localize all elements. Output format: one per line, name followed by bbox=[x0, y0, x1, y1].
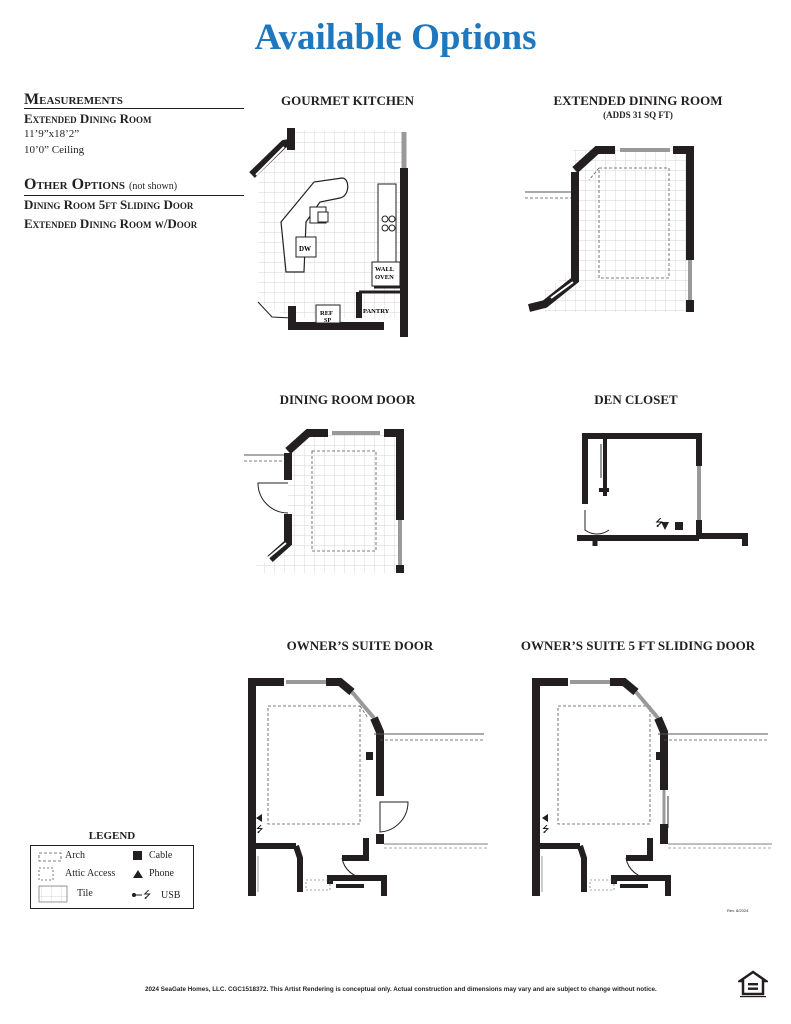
svg-text:⭍: ⭍ bbox=[542, 824, 550, 835]
legend-usb-label: USB bbox=[161, 890, 181, 901]
option-item: Extended Dining Room w/Door bbox=[24, 216, 198, 231]
other-options-heading: Other Options (not shown) bbox=[24, 176, 244, 196]
dining-room-door-plan bbox=[244, 429, 404, 573]
legend-phone-label: Phone bbox=[149, 868, 174, 879]
den-closet-plan: ⭍ bbox=[577, 433, 748, 546]
wall-oven-label-2: OVEN bbox=[375, 274, 394, 281]
measurement-room: Extended Dining Room bbox=[24, 111, 152, 126]
legend-tile-label: Tile bbox=[77, 888, 93, 899]
footer-disclaimer: 2024 SeaGate Homes, LLC. CGC1518372. Thi… bbox=[145, 986, 657, 993]
dishwasher-label: DW bbox=[299, 245, 311, 253]
legend-symbols bbox=[38, 851, 143, 903]
plan-sublabel-extended-dining: (ADDS 31 SQ FT) bbox=[603, 110, 673, 120]
usb-icon: ⭍ bbox=[143, 890, 152, 901]
gourmet-kitchen-plan: DW WALL OVEN REF SP PANTRY bbox=[249, 128, 408, 337]
legend-arch-label: Arch bbox=[65, 850, 85, 861]
page-title: Available Options bbox=[254, 17, 537, 58]
plan-label-den-closet: DEN CLOSET bbox=[594, 392, 678, 407]
revision-note: Rev. 8/2024 bbox=[727, 908, 749, 913]
legend-title: LEGEND bbox=[88, 830, 136, 842]
owners-suite-sliding-door-plan: ⭍ bbox=[532, 678, 772, 896]
option-item: Dining Room 5ft Sliding Door bbox=[24, 197, 194, 212]
measurements-heading: Measurements bbox=[24, 91, 244, 109]
pantry-label: PANTRY bbox=[363, 308, 390, 315]
refrigerator-label: REF bbox=[320, 310, 333, 317]
wall-oven-label-1: WALL bbox=[375, 266, 395, 273]
extended-dining-plan bbox=[525, 146, 694, 312]
ref-space-label: SP bbox=[324, 318, 331, 324]
legend-cable-label: Cable bbox=[149, 850, 173, 861]
other-options-title: Other Options bbox=[24, 176, 126, 193]
legend-attic-label: Attic Access bbox=[65, 868, 116, 879]
plan-label-owners-suite-door: OWNER’S SUITE DOOR bbox=[286, 638, 434, 653]
plan-label-gourmet-kitchen: GOURMET KITCHEN bbox=[280, 93, 415, 108]
owners-suite-door-plan: ⭍ bbox=[248, 678, 488, 896]
svg-text:⭍: ⭍ bbox=[655, 517, 663, 529]
measurement-ceiling: 10’0” Ceiling bbox=[24, 144, 85, 156]
other-options-note: (not shown) bbox=[129, 181, 178, 192]
equal-housing-icon bbox=[738, 970, 768, 998]
plan-label-owners-suite-sliding-door: OWNER’S SUITE 5 FT SLIDING DOOR bbox=[520, 638, 756, 653]
measurement-size: 11’9”x18’2” bbox=[24, 128, 80, 140]
plan-label-extended-dining: EXTENDED DINING ROOM bbox=[553, 93, 723, 108]
legend: Arch Attic Access Tile Cable Phone ⭍ USB bbox=[30, 845, 194, 909]
plan-label-dining-room-door: DINING ROOM DOOR bbox=[279, 392, 416, 407]
svg-text:⭍: ⭍ bbox=[256, 824, 264, 835]
